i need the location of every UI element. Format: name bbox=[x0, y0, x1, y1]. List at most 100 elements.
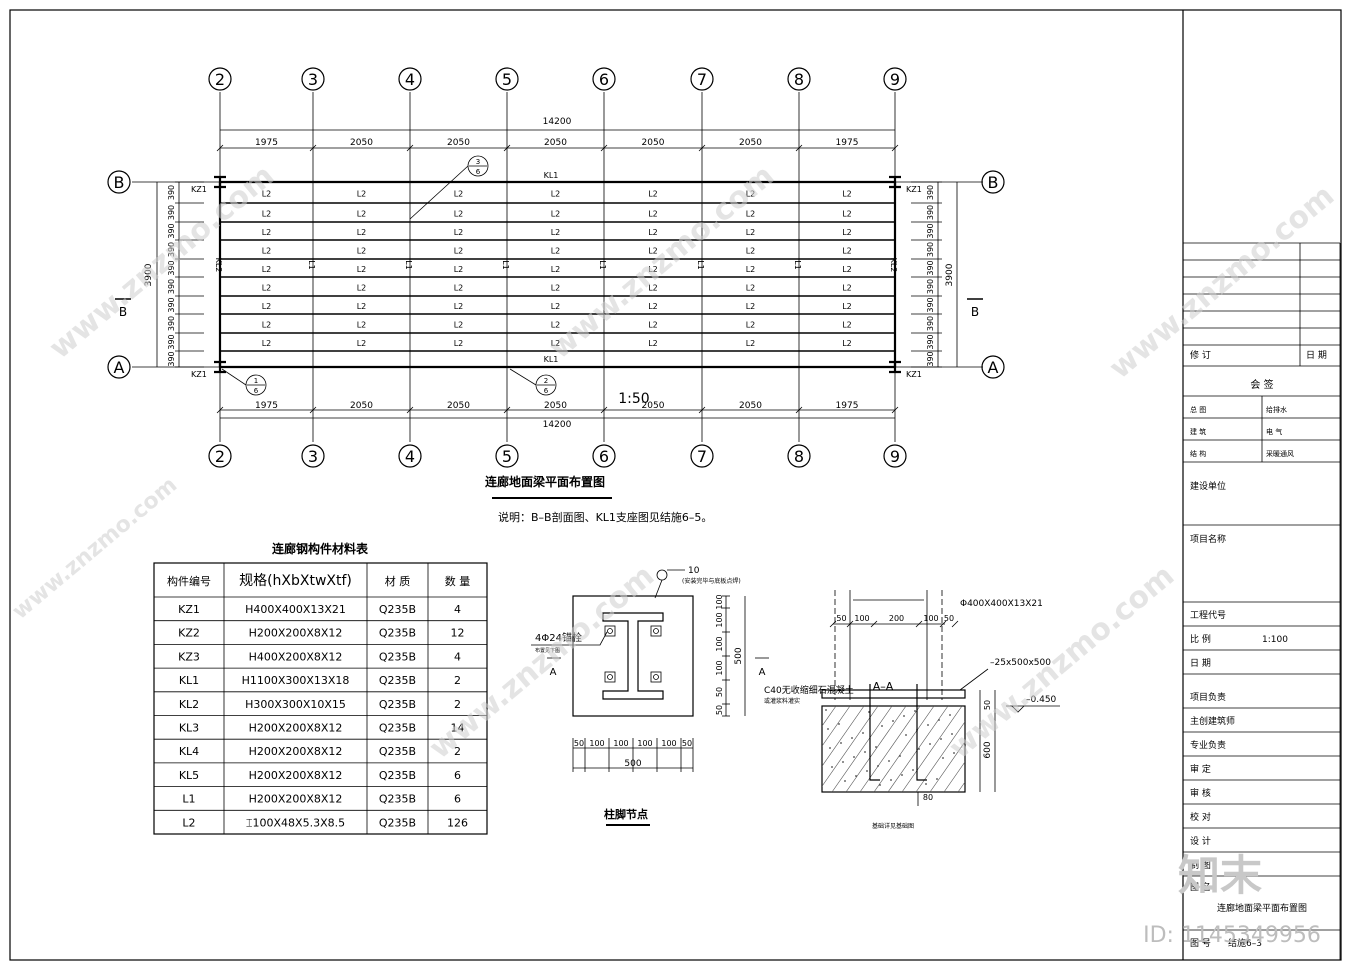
table-cell: Q235B bbox=[379, 698, 416, 711]
l2-label: L2 bbox=[648, 265, 658, 274]
l2-label: L2 bbox=[454, 247, 464, 256]
footing-dot bbox=[888, 760, 890, 762]
side-dim-value: 390 bbox=[167, 279, 176, 294]
side-dim-value: 390 bbox=[926, 205, 935, 220]
side-dim-value: 390 bbox=[926, 223, 935, 238]
kz1-label: KZ1 bbox=[191, 185, 207, 194]
callout-num: 3 bbox=[476, 158, 480, 166]
footing-depth: 600 bbox=[983, 741, 993, 758]
footing-dot bbox=[825, 709, 827, 711]
axis-bubble bbox=[495, 444, 519, 468]
drawing-no: 结施6–3 bbox=[1228, 937, 1262, 949]
callout-sheet: 6 bbox=[254, 387, 259, 395]
dim-tick bbox=[698, 406, 706, 414]
footing-dot bbox=[890, 779, 892, 781]
table-cell: Q235B bbox=[379, 793, 416, 806]
section-mark: B bbox=[119, 305, 127, 319]
side-dim-value: 390 bbox=[167, 223, 176, 238]
axis-label: 9 bbox=[890, 70, 900, 89]
l2-label: L2 bbox=[262, 302, 272, 311]
dim-tick bbox=[600, 144, 608, 152]
drawing-name-label: 图 名 bbox=[1190, 881, 1211, 893]
l2-label: L2 bbox=[454, 190, 464, 199]
l2-label: L2 bbox=[262, 339, 272, 348]
footing-dot bbox=[914, 710, 916, 712]
footing-hatch bbox=[915, 721, 965, 792]
side-dim-value: 390 bbox=[926, 185, 935, 200]
span-dim: 2050 bbox=[739, 401, 762, 411]
role-label: 审 核 bbox=[1190, 787, 1211, 799]
dim-tick bbox=[698, 144, 706, 152]
side-dim-value: 390 bbox=[926, 351, 935, 366]
table-cell: KZ2 bbox=[178, 627, 200, 640]
table-cell: KZ1 bbox=[178, 603, 200, 616]
footing-dot bbox=[901, 774, 903, 776]
vertical-beam-label: KL2 bbox=[889, 258, 898, 273]
l2-label: L2 bbox=[357, 265, 367, 274]
callout-bubble bbox=[245, 374, 267, 396]
footing-dot bbox=[855, 775, 857, 777]
base-dim-h: 100 bbox=[613, 739, 628, 748]
axis-bubble bbox=[787, 444, 811, 468]
dim-tick bbox=[406, 144, 414, 152]
l2-label: L2 bbox=[551, 321, 561, 330]
l2-label: L2 bbox=[746, 339, 756, 348]
date-label: 日 期 bbox=[1190, 658, 1211, 669]
side-dim-value: 390 bbox=[167, 297, 176, 312]
row-bubble bbox=[107, 355, 131, 379]
footing-dot bbox=[875, 746, 877, 748]
base-dim-h: 50 bbox=[574, 739, 584, 748]
side-dim-value: 390 bbox=[926, 334, 935, 349]
l2-label: L2 bbox=[648, 302, 658, 311]
side-dim-value: 390 bbox=[926, 260, 935, 275]
revision-label: 修 订 bbox=[1190, 349, 1211, 361]
table-cell: KL1 bbox=[179, 674, 199, 687]
scale-label: 比 例 bbox=[1190, 633, 1211, 645]
l2-label: L2 bbox=[551, 210, 561, 219]
section-dim-top: 100 bbox=[854, 614, 869, 623]
table-cell: Q235B bbox=[379, 627, 416, 640]
section-dim-tick bbox=[829, 620, 837, 628]
l2-label: L2 bbox=[842, 284, 852, 293]
table-title: 连廊钢构件材料表 bbox=[272, 541, 369, 556]
table-cell: KZ3 bbox=[178, 650, 200, 663]
table-cell: 4 bbox=[454, 650, 461, 663]
concrete-note: C40无收缩细石混凝土 bbox=[764, 684, 854, 696]
footing-dot bbox=[862, 732, 864, 734]
footing-dot bbox=[929, 743, 931, 745]
callout-leader bbox=[409, 165, 469, 220]
footing-dot bbox=[925, 783, 927, 785]
kz1-label: KZ1 bbox=[906, 370, 922, 379]
dim-tick bbox=[406, 406, 414, 414]
table-cell: Q235B bbox=[379, 603, 416, 616]
dim-tick bbox=[309, 144, 317, 152]
l2-label: L2 bbox=[746, 228, 756, 237]
table-cell: Q235B bbox=[379, 674, 416, 687]
dim-tick bbox=[503, 406, 511, 414]
table-header: 规格(hXbXtwXtf) bbox=[239, 573, 352, 589]
side-dim-value: 390 bbox=[167, 185, 176, 200]
section-plate: –25x500x500 bbox=[990, 658, 1051, 668]
role-label: 校 对 bbox=[1190, 811, 1211, 823]
row-label: B bbox=[988, 173, 999, 192]
section-dim-tick bbox=[951, 620, 959, 628]
footing-dot bbox=[892, 720, 894, 722]
row-bubble bbox=[981, 355, 1005, 379]
base-dim-h: 50 bbox=[682, 739, 692, 748]
base-dim-v: 50 bbox=[715, 705, 724, 715]
footing-dot bbox=[831, 766, 833, 768]
side-dim-value: 390 bbox=[167, 260, 176, 275]
role-label: 制 图 bbox=[1190, 859, 1211, 871]
weld-note: (安装完毕与底板点焊) bbox=[682, 577, 741, 585]
concrete-note-2: 或灌浆料灌实 bbox=[764, 697, 800, 705]
table-cell: 4 bbox=[454, 603, 461, 616]
l2-label: L2 bbox=[842, 247, 852, 256]
l2-label: L2 bbox=[357, 339, 367, 348]
client-label: 建设单位 bbox=[1190, 480, 1226, 492]
anchor-note: 4Φ24锚栓 bbox=[535, 631, 582, 644]
table-cell: 126 bbox=[447, 816, 468, 829]
axis-label: 9 bbox=[890, 447, 900, 466]
section-dim-tick bbox=[939, 620, 947, 628]
